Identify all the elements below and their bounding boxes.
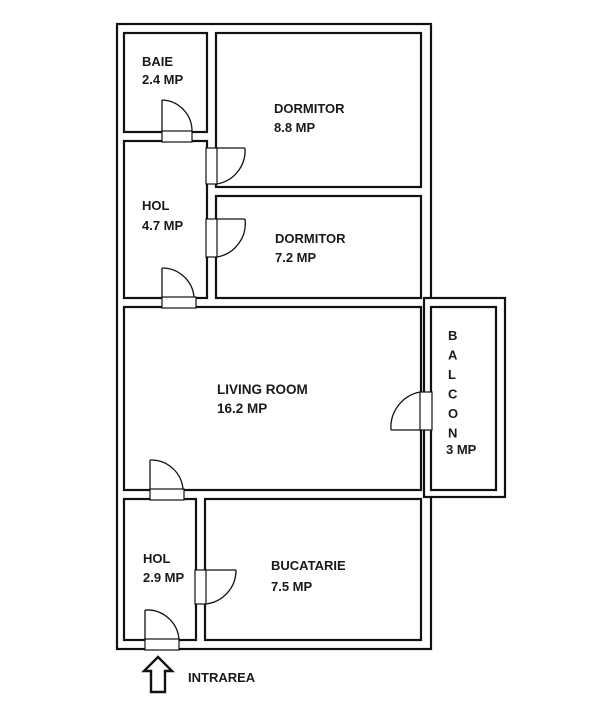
label-bucatarie-name: BUCATARIE: [271, 558, 346, 573]
label-dormitor-2-area: 7.2 MP: [275, 250, 317, 265]
label-dormitor-2-name: DORMITOR: [275, 231, 346, 246]
door-dormitor-1: [205, 147, 246, 185]
label-entrance: INTRAREA: [188, 670, 256, 685]
label-balcon-letter-5: O: [448, 406, 458, 421]
label-bucatarie-area: 7.5 MP: [271, 579, 313, 594]
room-dormitor-2: [214, 194, 423, 300]
label-baie-area: 2.4 MP: [142, 72, 184, 87]
door-balcon: [390, 391, 433, 431]
room-bucatarie: [203, 497, 423, 642]
label-dormitor-1-name: DORMITOR: [274, 101, 345, 116]
door-hol-living: [161, 267, 197, 309]
door-dormitor-2: [205, 218, 246, 258]
door-living-hol-2: [149, 459, 185, 501]
door-bucatarie: [194, 569, 237, 605]
label-balcon-letter-6: N: [448, 426, 457, 441]
label-balcon-letter-3: L: [448, 367, 456, 382]
door-entrance: [144, 609, 180, 651]
room-living: [122, 305, 423, 492]
label-hol-1-name: HOL: [142, 198, 170, 213]
label-hol-2-area: 2.9 MP: [143, 570, 185, 585]
label-balcon-letter-1: B: [448, 328, 457, 343]
label-balcon-letter-4: C: [448, 387, 458, 402]
label-hol-1-area: 4.7 MP: [142, 218, 184, 233]
room-dormitor-1: [214, 31, 423, 189]
room-balcon: [429, 305, 498, 492]
room-hol-2: [122, 497, 198, 642]
label-balcon-letter-2: A: [448, 348, 458, 363]
label-balcon-area: 3 MP: [446, 442, 477, 457]
label-living-name: LIVING ROOM: [217, 382, 308, 397]
label-baie-name: BAIE: [142, 54, 173, 69]
label-dormitor-1-area: 8.8 MP: [274, 120, 316, 135]
door-baie: [161, 99, 193, 143]
label-hol-2-name: HOL: [143, 551, 171, 566]
label-living-area: 16.2 MP: [217, 401, 267, 416]
up-arrow-icon: [141, 655, 175, 694]
